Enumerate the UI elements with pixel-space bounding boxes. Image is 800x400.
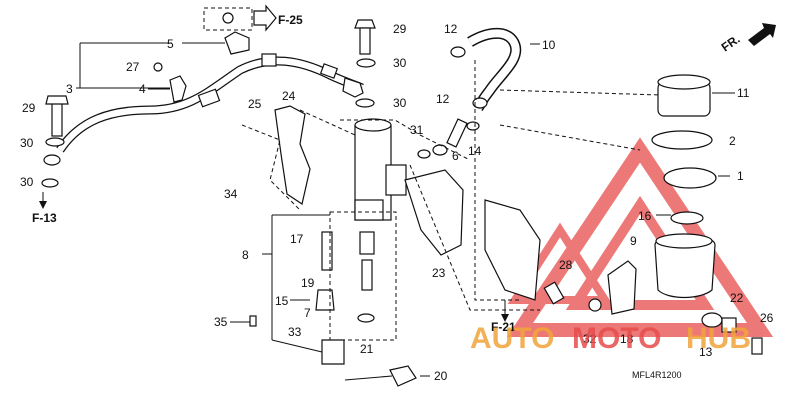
label-part-2: 2	[729, 134, 736, 148]
watermark-logo	[506, 137, 774, 337]
ref-fr: FR.	[719, 32, 743, 55]
label-part-33: 33	[288, 325, 302, 339]
ref-f25: F-25	[278, 13, 303, 27]
label-part-9: 9	[630, 234, 637, 248]
label-part-17: 17	[290, 232, 304, 246]
label-part-4: 4	[139, 82, 146, 96]
left-bolt-assembly	[41, 95, 69, 188]
piston-kit	[249, 231, 417, 387]
label-part-6: 6	[452, 149, 459, 163]
label-part-18: 18	[620, 332, 634, 346]
label-part-30c: 30	[393, 56, 407, 70]
reservoir-bracket	[543, 260, 763, 355]
label-part-25: 25	[248, 97, 262, 111]
label-part-22: 22	[730, 291, 744, 305]
label-part-1: 1	[737, 169, 744, 183]
label-part-23: 23	[432, 266, 446, 280]
diagram-code: MFL4R1200	[632, 370, 682, 380]
label-part-27: 27	[126, 60, 140, 74]
label-part-14: 14	[468, 144, 482, 158]
center-bolt-stack	[354, 19, 376, 108]
reference-arrows	[39, 4, 776, 322]
label-part-30a: 30	[20, 136, 34, 150]
label-part-20: 20	[434, 369, 448, 383]
label-part-19: 19	[301, 276, 315, 290]
watermark-text: AUTO MOTO HUB	[470, 322, 751, 355]
reservoir-assembly	[651, 74, 717, 299]
label-part-21: 21	[360, 342, 374, 356]
part-labels: 1 2 3 4 5 6 7 8 9 10 11 12 12 13 14 15 1…	[20, 22, 774, 383]
upper-hose	[56, 53, 364, 153]
leader-lines	[76, 7, 735, 381]
label-part-31: 31	[410, 123, 424, 137]
label-part-11: 11	[737, 86, 750, 100]
ref-f21: F-21	[491, 320, 516, 334]
label-part-16: 16	[638, 209, 652, 223]
mounting-bracket	[274, 105, 541, 301]
label-part-13: 13	[699, 345, 713, 359]
label-part-34: 34	[224, 187, 238, 201]
label-part-35: 35	[214, 315, 228, 329]
ref-f13: F-13	[32, 211, 57, 225]
watermark-word-auto: AUTO	[470, 322, 554, 355]
reference-labels: F-25 F-13 F-21 FR.	[32, 13, 743, 334]
label-part-24: 24	[282, 89, 296, 103]
label-part-26: 26	[760, 311, 774, 325]
label-part-29b: 29	[393, 22, 407, 36]
master-cylinder	[354, 118, 407, 221]
hose-clips	[153, 12, 250, 103]
fitting-parts	[417, 118, 480, 159]
label-part-32: 32	[583, 332, 597, 346]
label-part-3: 3	[66, 82, 73, 96]
label-part-29a: 29	[22, 101, 36, 115]
label-part-30d: 30	[393, 96, 407, 110]
label-part-28: 28	[559, 258, 573, 272]
label-part-8: 8	[242, 248, 249, 262]
label-part-12a: 12	[444, 22, 458, 36]
reservoir-hose	[450, 27, 522, 112]
label-part-12b: 12	[436, 92, 450, 106]
label-part-7: 7	[304, 306, 311, 320]
label-part-10: 10	[542, 38, 556, 52]
watermark-word-moto: MOTO	[572, 322, 661, 355]
label-part-15: 15	[275, 294, 289, 308]
label-part-30b: 30	[20, 175, 34, 189]
label-part-5: 5	[167, 37, 174, 51]
watermark-word-hub: HUB	[686, 322, 751, 355]
